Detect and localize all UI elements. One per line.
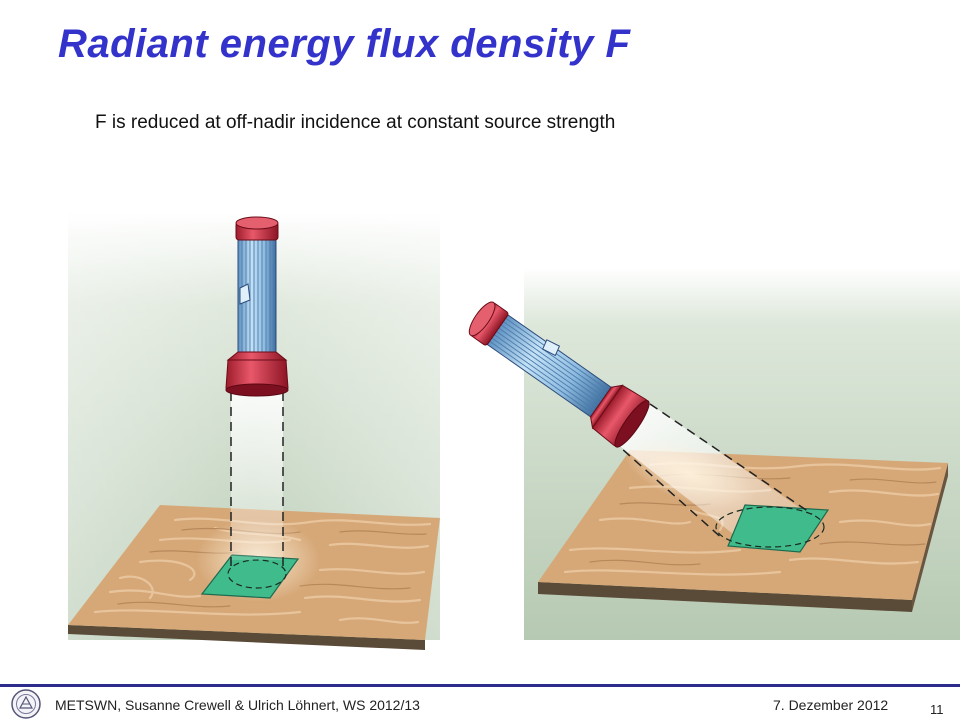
left-board-edge [68, 625, 425, 650]
tilted-flashlight-scene [468, 268, 960, 640]
right-flashlight-tail-cap [468, 301, 496, 337]
left-light-beam [231, 392, 283, 560]
right-flashlight [468, 301, 650, 448]
flashlight-illustration [68, 212, 960, 650]
footer-divider [0, 684, 960, 687]
university-seal-icon [11, 689, 41, 719]
right-illuminated-patch [727, 504, 830, 553]
right-board-edge [538, 582, 912, 612]
vertical-flashlight-scene [68, 212, 440, 650]
left-flashlight-tail-cap [235, 216, 279, 230]
footer-credit: METSWN, Susanne Crewell & Ulrich Löhnert… [55, 697, 420, 713]
slide-subtitle: F is reduced at off-nadir incidence at c… [95, 112, 616, 133]
slide-title: Radiant energy flux density F [58, 22, 631, 66]
footer-date: 7. Dezember 2012 [773, 697, 889, 713]
page-number: 11 [930, 702, 944, 717]
left-flashlight-switch [239, 283, 251, 305]
right-flashlight-switch [542, 339, 561, 357]
